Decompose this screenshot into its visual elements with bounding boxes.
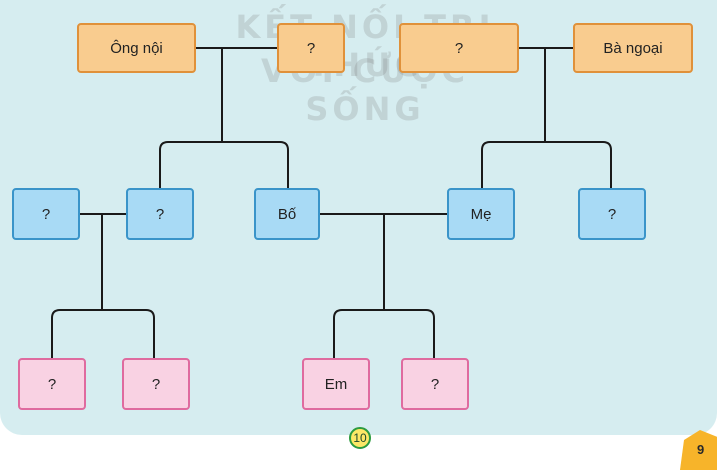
grandparent-paternal-unknown: ? — [277, 23, 345, 73]
grandparent-ba-ngoai: Bà ngoại — [573, 23, 693, 73]
parents-children-bracket — [333, 309, 435, 358]
maternal-children-bracket — [481, 141, 612, 188]
corner-page-number: 9 — [697, 442, 705, 457]
child-cousin-1: ? — [18, 358, 86, 410]
child-cousin-2: ? — [122, 358, 190, 410]
child-sibling: ? — [401, 358, 469, 410]
page-number-badge: 10 — [349, 427, 371, 449]
relative-left-unknown-2: ? — [126, 188, 194, 240]
paternal-children-bracket — [159, 141, 289, 188]
grandparent-maternal-unknown: ? — [399, 23, 519, 73]
connector-lines — [51, 47, 612, 358]
child-em: Em — [302, 358, 370, 410]
relative-left-unknown-1: ? — [12, 188, 80, 240]
parent-bo: Bố — [254, 188, 320, 240]
grandparent-ong-noi: Ông nội — [77, 23, 196, 73]
parent-me: Mẹ — [447, 188, 515, 240]
left-children-bracket — [51, 309, 155, 358]
relative-right-unknown: ? — [578, 188, 646, 240]
